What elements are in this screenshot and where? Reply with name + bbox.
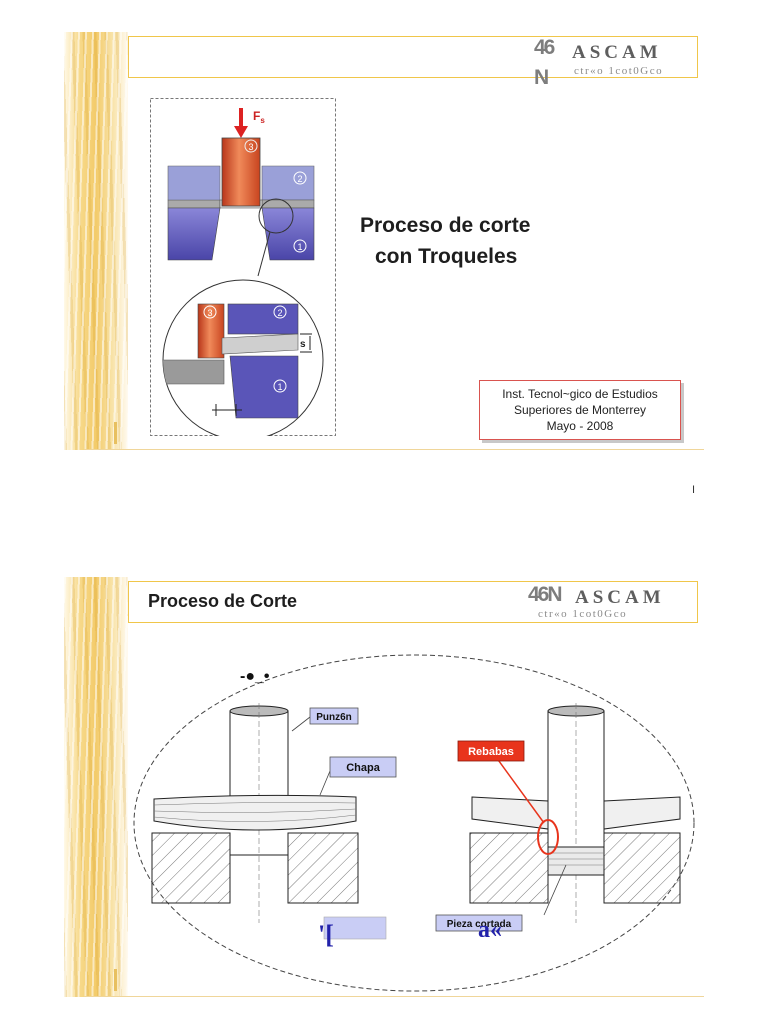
logo-name: ASCAM <box>575 587 665 608</box>
institution-box: Inst. Tecnol~gico de Estudios Superiores… <box>479 380 681 440</box>
detail-marker <box>258 198 294 234</box>
slide-title-line2: con Troqueles <box>375 245 518 268</box>
die-number: 1 <box>297 242 302 252</box>
left-stage <box>151 703 359 923</box>
slide-2: Proceso de Corte 46N ASCAM ctr«o 1cot0Gc… <box>64 577 704 997</box>
slide-baseline <box>84 996 704 997</box>
die-cutting-diagram: Fs 3 2 1 3 2 <box>150 98 336 436</box>
sheet-number: 2 <box>297 174 302 184</box>
right-stage <box>469 703 681 923</box>
date-line: Mayo - 2008 <box>546 419 614 433</box>
dashed-outline <box>133 654 695 992</box>
cut-piece-label-box <box>435 914 523 932</box>
wood-sidebar <box>64 32 128 450</box>
slide-title-line1: Proceso de corte <box>360 214 531 237</box>
logo-number: 46N <box>528 583 563 606</box>
sheet-label-box <box>329 756 397 778</box>
force-arrow <box>234 108 248 138</box>
logo-subtitle: ctr«o 1cot0Gco <box>538 608 628 620</box>
sheet-upper <box>167 199 221 209</box>
bottom-left-label-box <box>323 916 387 940</box>
punch-label: Punz6n <box>316 712 352 723</box>
svg-text:3: 3 <box>207 308 212 318</box>
wood-sidebar <box>64 577 128 997</box>
svg-text:1: 1 <box>277 382 282 392</box>
institution-line1: Inst. Tecnol~gico de Estudios <box>502 387 658 401</box>
bottom-right-mark: a« <box>478 917 502 943</box>
burr-highlight <box>537 819 559 855</box>
die-left <box>167 207 221 261</box>
sidebar-tick <box>114 422 117 444</box>
logo-number: 46 <box>534 36 555 59</box>
punch-label-box <box>309 707 359 725</box>
detail-zoom: 3 2 1 s <box>162 279 324 436</box>
slide-title: Proceso de Corte <box>148 591 298 611</box>
sheet-label: Chapa <box>346 762 381 774</box>
punch <box>221 137 261 207</box>
burrs-label: Rebabas <box>468 746 514 758</box>
punch-number: 3 <box>248 142 253 152</box>
page-mark: I <box>692 484 696 496</box>
bottom-left-mark: '[ <box>318 920 334 949</box>
stripper-right <box>261 165 315 201</box>
thickness-label: s <box>300 339 306 350</box>
shearing-diagram: -●_• Punz6n Chapa <box>133 654 695 992</box>
stripper-left <box>167 165 221 201</box>
svg-text:2: 2 <box>277 308 282 318</box>
header-bar <box>128 36 698 78</box>
slide-baseline <box>84 449 704 450</box>
sidebar-tick <box>114 969 117 991</box>
burrs-label-box <box>457 740 525 762</box>
logo-letter: N <box>534 66 549 89</box>
institution-line2: Superiores de Monterrey <box>513 403 647 417</box>
force-label: Fs <box>253 109 265 125</box>
slide-1: 46 N ASCAM ctr«o 1cot0Gco r Fs <box>64 32 704 450</box>
logo-name: ASCAM <box>572 42 662 63</box>
header-bar <box>128 581 698 623</box>
logo-subtitle: ctr«o 1cot0Gco <box>574 65 664 77</box>
cut-piece-label: Pieza cortada <box>447 919 512 930</box>
top-mark: -●_• <box>240 668 270 685</box>
